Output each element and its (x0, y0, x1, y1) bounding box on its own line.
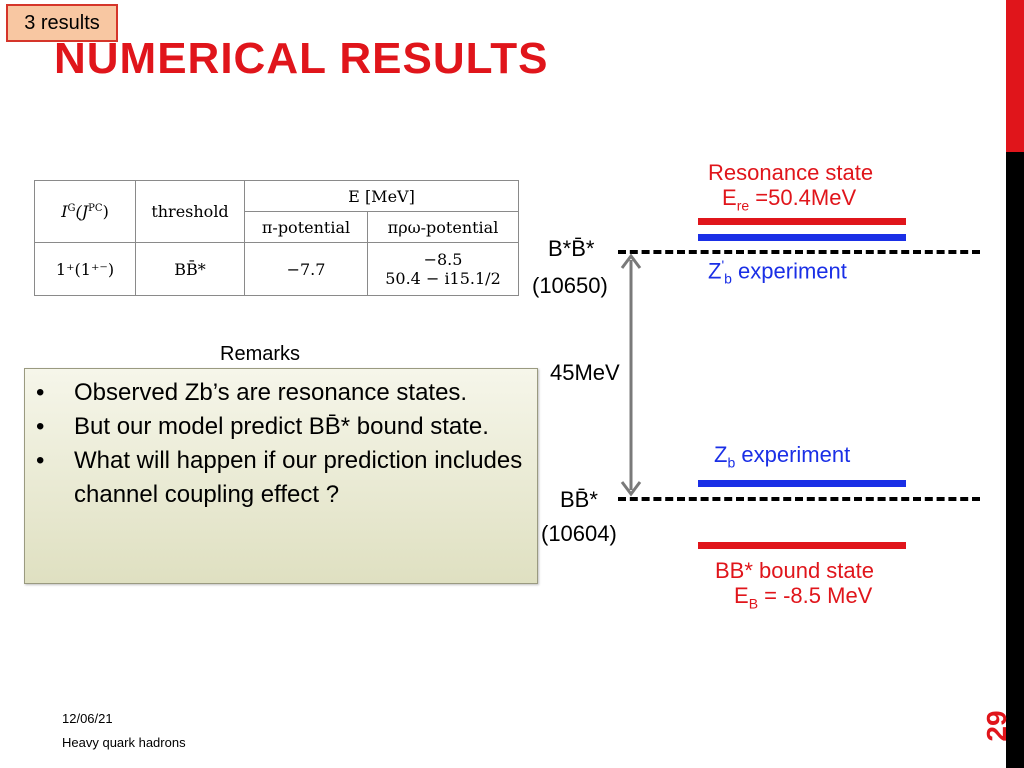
resonance-e-sub: re (736, 197, 750, 214)
header-quantum-numbers: IG(JPC) (34, 180, 136, 243)
cell-quantum: 1⁺(1⁺⁻) (34, 242, 136, 296)
bound-e-sub: B (748, 595, 759, 612)
resonance-level (698, 218, 906, 225)
zb-sub: b (727, 454, 736, 471)
lower-threshold-label: BB̄* (560, 487, 598, 512)
cell-pirhoomega: −8.5 50.4 − i15.1/2 (367, 242, 519, 296)
zb-z: Z (714, 442, 728, 467)
zb-prime-z: Z (708, 258, 722, 284)
slide-title: NUMERICAL RESULTS (54, 34, 549, 83)
bound-state-energy: EB = -8.5 MeV (734, 583, 872, 611)
accent-bar-black (1006, 152, 1024, 768)
table-row: 1⁺(1⁺⁻) BB̄* −7.7 −8.5 50.4 − i15.1/2 (34, 242, 519, 296)
remarks-list: Observed Zb’s are resonance states. But … (30, 376, 530, 512)
cell-threshold: BB̄* (135, 242, 245, 296)
header-energy: E [MeV] (244, 180, 519, 212)
zb-text: experiment (735, 442, 851, 467)
quantum-paren-sup: PC (88, 203, 103, 214)
cell-pirhoomega-line2: 50.4 − i15.1/2 (385, 269, 501, 288)
quantum-paren: (J (75, 202, 89, 221)
list-item: But our model predict BB̄* bound state. (30, 410, 530, 444)
lower-threshold-mass: (10604) (541, 521, 617, 546)
zb-level (698, 480, 906, 487)
upper-threshold-label: B*B̄* (548, 236, 595, 261)
gap-label: 45MeV (550, 360, 620, 385)
bound-state-level (698, 542, 906, 549)
list-item: Observed Zb’s are resonance states. (30, 376, 530, 410)
upper-threshold-line (618, 250, 980, 254)
zb-label: Zb experiment (714, 442, 850, 470)
accent-bar-red (1006, 0, 1024, 152)
lower-threshold-line (618, 497, 980, 501)
zb-prime-label: Z'b experiment (708, 257, 847, 287)
table-header-row: IG(JPC) threshold E [MeV] (34, 180, 519, 243)
list-item: What will happen if our prediction inclu… (30, 444, 530, 512)
resonance-e: E (722, 185, 737, 210)
resonance-value: =50.4MeV (749, 185, 857, 210)
section-tag: 3 results (6, 4, 118, 42)
resonance-title: Resonance state (708, 160, 874, 185)
bound-state-title: BB* bound state (715, 558, 875, 583)
zb-prime-sup: ' (721, 257, 725, 273)
header-pi-potential: π-potential (244, 211, 368, 243)
footer-date: 12/06/21 (62, 711, 113, 726)
resonance-energy: Ere =50.4MeV (722, 185, 856, 213)
header-threshold: threshold (135, 180, 245, 243)
zb-prime-text: experiment (731, 258, 847, 284)
gap-arrow (620, 253, 642, 497)
bound-e: E (734, 583, 749, 608)
remarks-label: Remarks (212, 343, 309, 366)
cell-pirhoomega-line1: −8.5 (423, 250, 463, 269)
footer-topic: Heavy quark hadrons (62, 735, 186, 750)
results-table: IG(JPC) threshold E [MeV] π-potential πρ… (34, 180, 519, 296)
upper-threshold-mass: (10650) (532, 273, 608, 298)
cell-pi: −7.7 (244, 242, 368, 296)
table-subheader-row: π-potential πρω-potential (35, 211, 519, 243)
slide-number: 29 (981, 710, 1012, 742)
zb-prime-sub: b (724, 270, 732, 287)
quantum-symbol: I (61, 202, 68, 221)
quantum-close: ) (102, 202, 109, 221)
bound-value: = -8.5 MeV (758, 583, 873, 608)
quantum-sup: G (67, 203, 76, 214)
zb-prime-level (698, 234, 906, 241)
header-pirhoomega-potential: πρω-potential (367, 211, 519, 243)
